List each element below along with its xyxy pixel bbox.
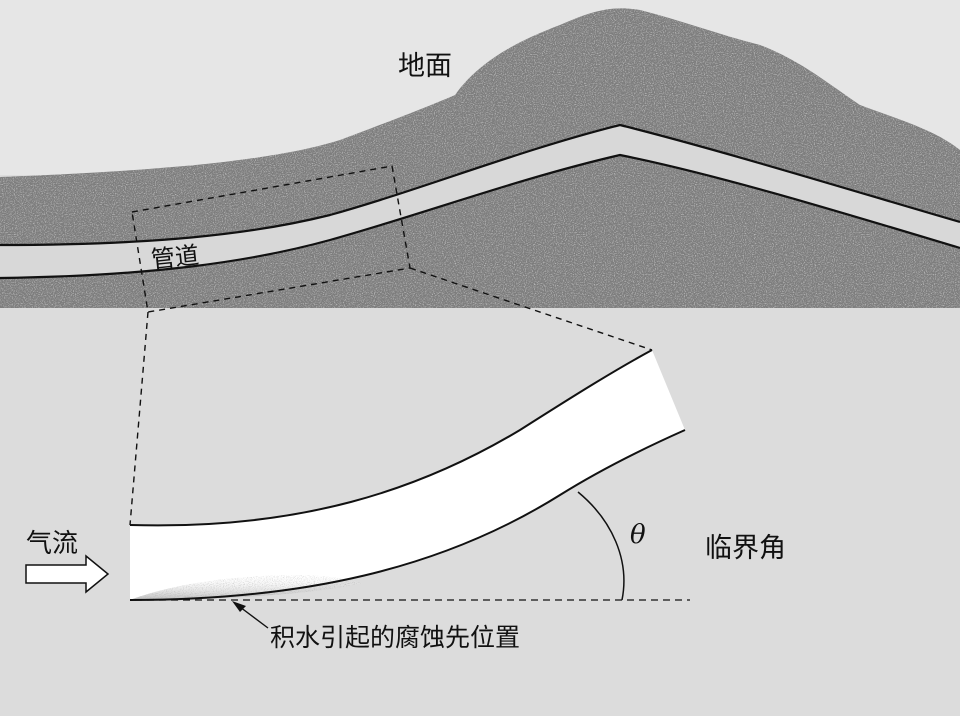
buried-pipeline [0, 123, 960, 280]
angle-arc [577, 491, 625, 601]
corrosion-pointer [232, 601, 269, 629]
ground-label: 地面 [398, 51, 452, 82]
pipeline-label: 管道 [150, 241, 201, 274]
airflow-arrow-icon [25, 554, 110, 594]
zoom-projection-lines [129, 267, 653, 526]
critical-angle-label: 临界角 [705, 533, 786, 564]
angle-symbol: θ [630, 520, 646, 550]
corrosion-label: 积水引起的腐蚀先位置 [270, 623, 520, 652]
airflow-label: 气流 [26, 529, 78, 559]
enlarged-pipe-section [129, 349, 686, 601]
